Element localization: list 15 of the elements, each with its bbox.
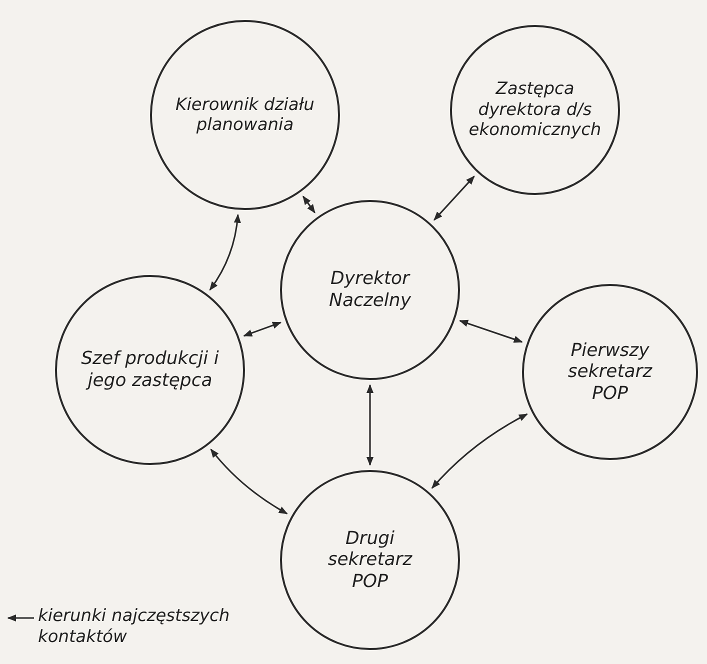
- legend-label: kierunki najczęstszych kontaktów: [38, 606, 231, 648]
- double-arrow: [210, 448, 288, 514]
- role-label: Dyrektor Naczelny: [328, 268, 412, 312]
- role-label: Szef produkcji i jego zastępca: [80, 348, 220, 392]
- double-arrow: [243, 322, 282, 337]
- role-label: Zastępca dyrektora d/s ekonomicznych: [468, 79, 602, 141]
- role-label: Kierownik działu planowania: [174, 94, 316, 136]
- double-arrow: [366, 384, 374, 466]
- double-arrow: [431, 413, 528, 489]
- double-arrow: [209, 214, 241, 291]
- role-label: Drugi sekretarz POP: [326, 528, 414, 592]
- double-arrow: [434, 176, 475, 221]
- role-label: Pierwszy sekretarz POP: [566, 340, 654, 404]
- double-arrow: [459, 320, 523, 343]
- double-arrow: [302, 196, 316, 214]
